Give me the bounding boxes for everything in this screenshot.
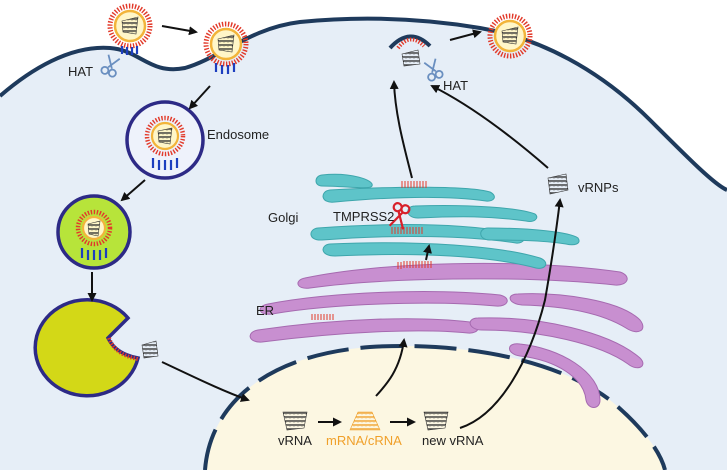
released-vrnp-icon xyxy=(141,340,159,359)
arrow-attach xyxy=(161,25,198,36)
golgi-label: Golgi xyxy=(268,210,298,225)
hat-scissors-left-icon xyxy=(100,54,121,78)
tmprss2-label: TMPRSS2 xyxy=(333,209,394,224)
pathway-arrows xyxy=(87,25,564,429)
vrnps-label: vRNPs xyxy=(578,180,619,195)
endoplasmic-reticulum xyxy=(249,262,644,408)
hat-scissors-right-icon xyxy=(423,58,444,82)
hat-label-left: HAT xyxy=(68,64,93,79)
virus-particle-2-bound xyxy=(203,21,249,74)
er-golgi-spikes xyxy=(311,181,432,320)
er-label: ER xyxy=(256,303,274,318)
golgi-apparatus xyxy=(310,173,580,269)
mrna-crna-icon xyxy=(349,411,381,431)
arrow-er-golgi xyxy=(423,244,432,261)
released-virus xyxy=(487,13,533,59)
cell-membrane xyxy=(0,16,727,192)
arrow-acidify xyxy=(120,179,146,202)
endosome-label: Endosome xyxy=(207,127,269,142)
mrna-crna-label: mRNA/cRNA xyxy=(326,433,402,448)
vrnps-icon xyxy=(547,173,569,195)
hat-label-right: HAT xyxy=(443,78,468,93)
virus-particle-1 xyxy=(107,3,153,55)
arrow-endocytosis xyxy=(188,85,211,110)
tmprss2-scissors-icon xyxy=(388,202,411,230)
membrane-budding-bump xyxy=(388,34,432,50)
arrow-release xyxy=(449,29,482,41)
late-endosome xyxy=(56,194,132,270)
budding-virus xyxy=(396,37,426,67)
endosome xyxy=(125,100,205,180)
fusion-vesicle xyxy=(33,298,159,398)
new-vrna-label: new vRNA xyxy=(422,433,484,448)
arrow-to-er xyxy=(375,338,408,397)
arrow-golgi-membrane xyxy=(389,80,413,179)
arrow-vrnps-membrane xyxy=(430,85,549,169)
vrna-icon xyxy=(282,411,308,431)
arrow-to-nucleus xyxy=(161,361,250,402)
new-vrna-icon xyxy=(423,411,449,431)
vrna-label: vRNA xyxy=(278,433,312,448)
arrow-newvrna-vrnps xyxy=(459,198,564,429)
